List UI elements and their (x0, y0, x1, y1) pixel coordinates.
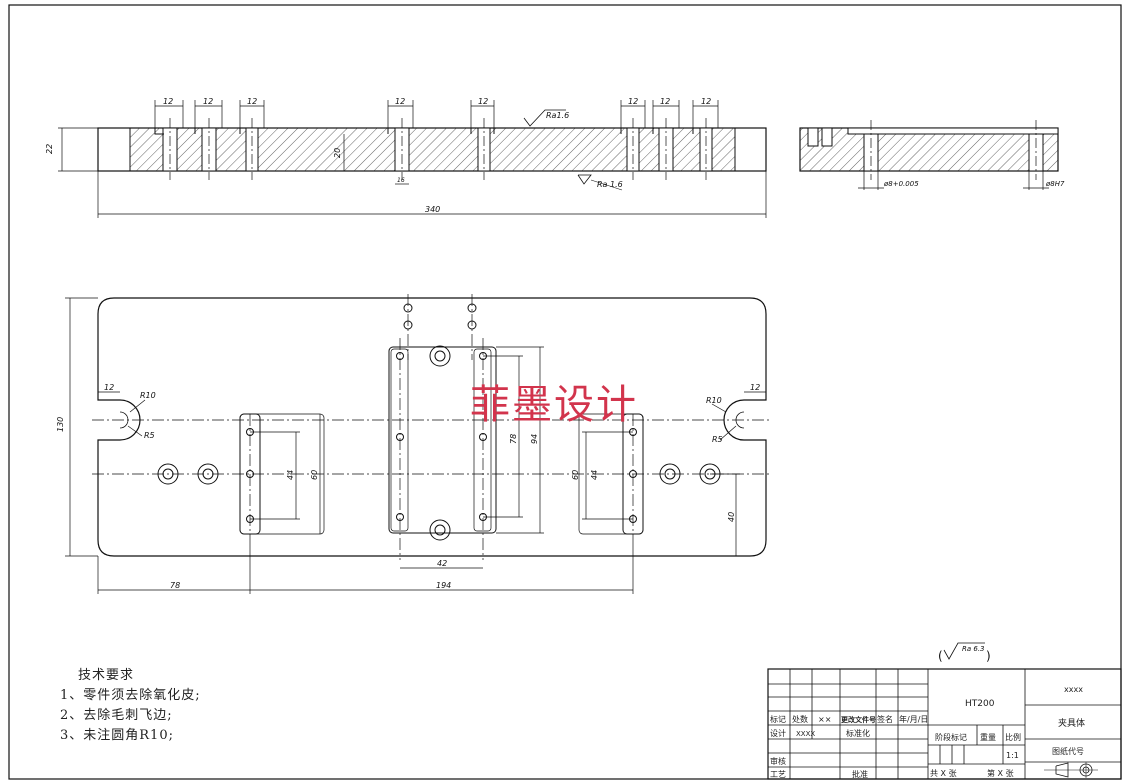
svg-text:HT200: HT200 (965, 699, 995, 709)
svg-text:R5: R5 (144, 431, 155, 440)
tech-requirement-item: 2、去除毛刺飞边; (60, 708, 173, 723)
front-view-dim-labels: 12 12 12 12 12 12 12 12 22 340 20 16 Ra1… (45, 97, 711, 214)
svg-text:40: 40 (727, 512, 736, 522)
tech-requirements-heading: 技术要求 (78, 668, 135, 683)
svg-text:××: ×× (818, 715, 831, 724)
svg-text:设计: 设计 (770, 728, 786, 738)
svg-text:20: 20 (333, 148, 342, 158)
svg-text:78: 78 (509, 434, 518, 444)
svg-text:R10: R10 (140, 391, 156, 400)
plan-view (65, 294, 770, 594)
svg-text:12: 12 (628, 97, 638, 106)
svg-text:130: 130 (56, 417, 65, 432)
svg-text:审核: 审核 (770, 756, 786, 766)
svg-text:340: 340 (425, 205, 440, 214)
tech-requirement-item: 1、零件须去除氧化皮; (60, 688, 201, 703)
svg-text:ø8+0.005: ø8+0.005 (883, 180, 919, 188)
svg-text:): ) (986, 649, 991, 663)
svg-text:44: 44 (590, 470, 599, 480)
svg-text:60: 60 (571, 470, 580, 480)
svg-text:12: 12 (203, 97, 213, 106)
svg-text:42: 42 (437, 559, 447, 568)
general-roughness: ( Ra 6.3 ) (938, 642, 991, 663)
side-view-labels: ø8+0.005 ø8H7 (883, 180, 1065, 188)
svg-text:Ra1.6: Ra1.6 (546, 111, 569, 120)
plan-view-dim-labels: 130 12 12 R10 R5 R10 R5 60 44 78 94 60 4… (56, 383, 760, 590)
svg-text:22: 22 (45, 144, 54, 154)
svg-text:R10: R10 (706, 396, 722, 405)
sheet-border (8, 4, 1122, 780)
svg-text:共 X 张: 共 X 张 (930, 769, 957, 778)
svg-text:重量: 重量 (980, 732, 996, 742)
front-view (58, 100, 767, 218)
svg-text:处数: 处数 (792, 714, 808, 724)
svg-text:R5: R5 (712, 435, 723, 444)
svg-text:78: 78 (170, 581, 180, 590)
svg-text:194: 194 (436, 581, 451, 590)
svg-text:夹具体: 夹具体 (1058, 717, 1085, 729)
svg-text:12: 12 (478, 97, 488, 106)
title-block-text: 标记 处数 ×× 更改文件号 签名 年/月/日 设计 XXXX 标准化 审核 工… (770, 685, 1085, 779)
svg-text:XXXX: XXXX (796, 730, 815, 738)
svg-text:94: 94 (530, 434, 539, 444)
svg-text:12: 12 (660, 97, 670, 106)
svg-text:12: 12 (701, 97, 711, 106)
svg-text:16: 16 (397, 177, 405, 184)
svg-text:签名: 签名 (877, 714, 893, 724)
svg-text:12: 12 (104, 383, 114, 392)
svg-text:工艺: 工艺 (770, 770, 786, 779)
svg-text:更改文件号: 更改文件号 (841, 715, 876, 724)
svg-text:Ra 6.3: Ra 6.3 (962, 645, 985, 653)
svg-text:xxxx: xxxx (1064, 685, 1083, 694)
svg-text:12: 12 (163, 97, 173, 106)
svg-text:12: 12 (750, 383, 760, 392)
svg-text:(: ( (938, 649, 943, 663)
watermark: 菲墨设计 (470, 382, 638, 428)
tech-requirements: 技术要求 1、零件须去除氧化皮; 2、去除毛刺飞边; 3、未注圆角R10; (60, 666, 201, 746)
svg-text:阶段标记: 阶段标记 (935, 732, 967, 742)
svg-text:图纸代号: 图纸代号 (1052, 746, 1084, 756)
tech-requirement-item: 3、未注圆角R10; (60, 728, 174, 743)
svg-text:ø8H7: ø8H7 (1045, 180, 1065, 188)
svg-text:Ra 1.6: Ra 1.6 (597, 180, 623, 189)
svg-text:1:1: 1:1 (1006, 751, 1019, 760)
svg-text:标记: 标记 (770, 714, 786, 724)
svg-text:标准化: 标准化 (846, 728, 870, 738)
side-view (799, 120, 1059, 190)
svg-text:年/月/日: 年/月/日 (899, 714, 928, 724)
svg-text:44: 44 (286, 470, 295, 480)
svg-text:12: 12 (247, 97, 257, 106)
svg-text:60: 60 (310, 470, 319, 480)
svg-text:批准: 批准 (852, 769, 868, 779)
svg-text:比例: 比例 (1005, 732, 1021, 742)
title-block (767, 668, 1122, 780)
svg-text:第 X 张: 第 X 张 (987, 768, 1014, 778)
svg-text:12: 12 (395, 97, 405, 106)
